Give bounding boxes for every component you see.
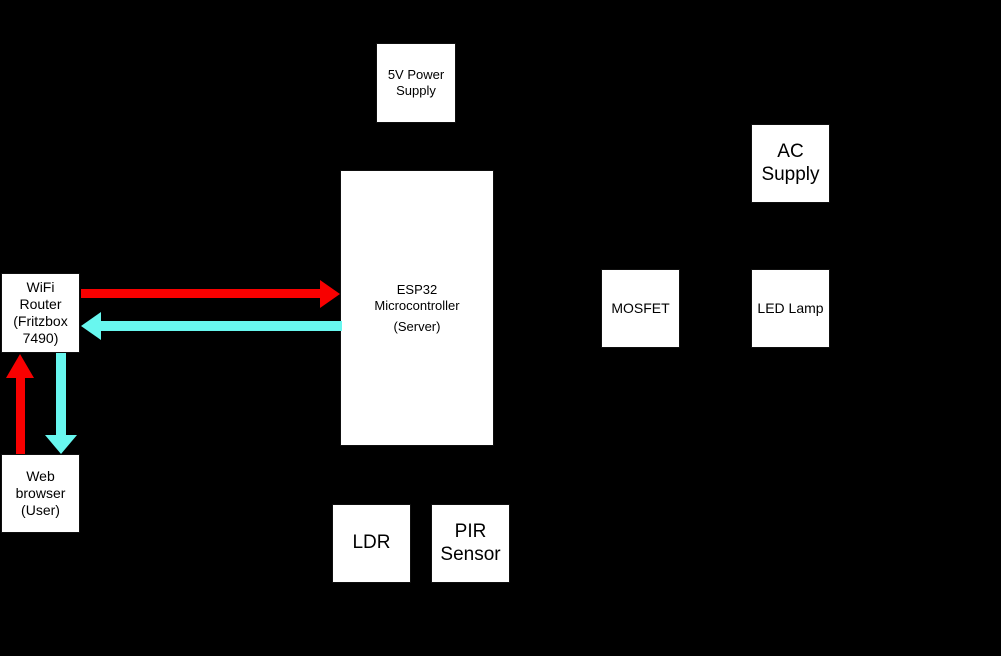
block-mosfet-label: MOSFET: [611, 300, 670, 317]
block-led-lamp: LED Lamp: [751, 269, 830, 348]
block-esp32-microcontroller: ESP32 Microcontroller (Server): [340, 170, 494, 446]
block-web-browser: Web browser (User): [1, 454, 80, 533]
block-wifi-router-label: WiFi Router (Fritzbox 7490): [13, 279, 68, 346]
block-esp32-sublabel: (Server): [393, 318, 441, 334]
arrow-up-head-icon: [6, 354, 34, 378]
arrow-web-browser-to-wifi-router-shaft: [16, 377, 25, 454]
block-5v-power-supply: 5V Power Supply: [376, 43, 456, 123]
block-ac-supply: AC Supply: [751, 124, 830, 203]
block-mosfet: MOSFET: [601, 269, 680, 348]
block-ldr: LDR: [332, 504, 411, 583]
block-esp32-label: ESP32 Microcontroller: [374, 282, 460, 313]
block-pir-sensor-label: PIR Sensor: [440, 520, 501, 565]
arrow-right-head-icon: [320, 280, 340, 308]
block-ldr-label: LDR: [352, 532, 391, 554]
block-wifi-router: WiFi Router (Fritzbox 7490): [1, 273, 80, 353]
block-pir-sensor: PIR Sensor: [431, 504, 510, 583]
arrow-wifi-router-to-web-browser-shaft: [56, 353, 66, 435]
arrow-down-head-icon: [45, 435, 77, 454]
block-web-browser-label: Web browser (User): [15, 468, 66, 518]
block-led-lamp-label: LED Lamp: [757, 300, 824, 317]
arrow-left-head-icon: [81, 312, 101, 340]
block-5v-power-supply-label: 5V Power Supply: [387, 67, 445, 98]
arrow-esp32-to-wifi-router-shaft: [101, 321, 342, 331]
block-ac-supply-label: AC Supply: [761, 140, 820, 185]
arrow-wifi-router-to-esp32-shaft: [81, 289, 320, 298]
